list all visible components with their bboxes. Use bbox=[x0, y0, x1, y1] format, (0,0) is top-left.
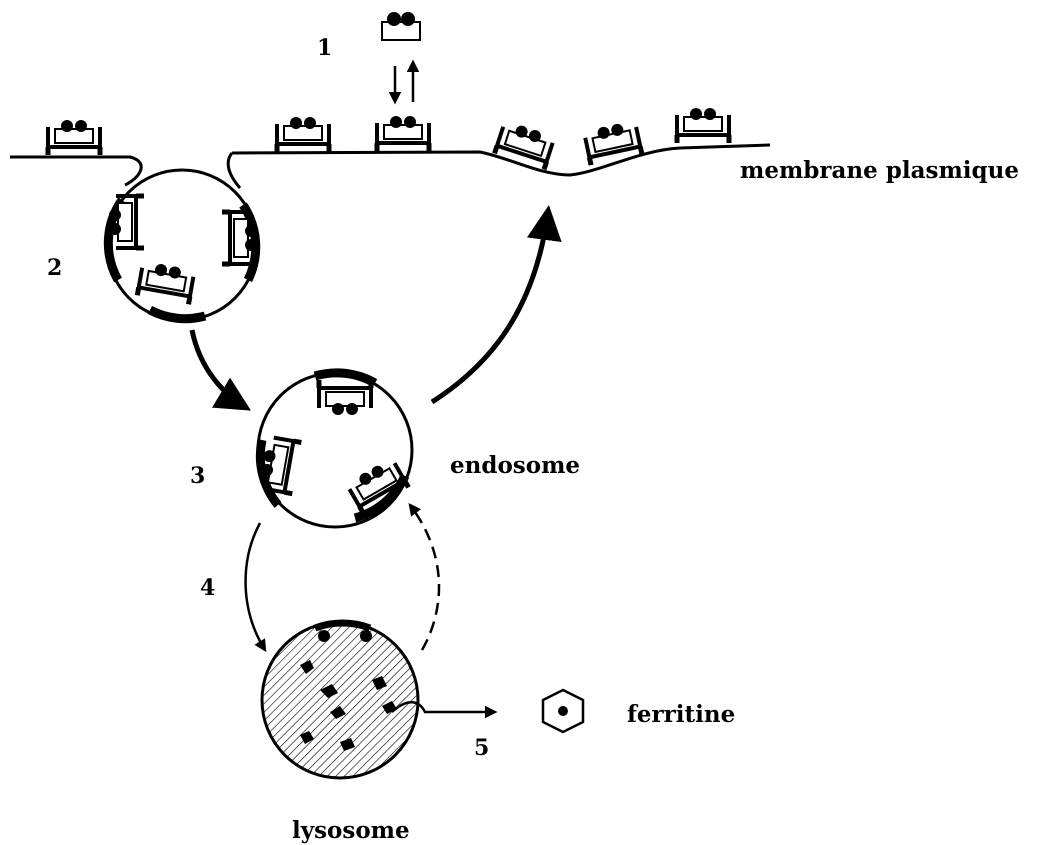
receptor-complex-icon bbox=[48, 120, 100, 155]
ferritine-label: ferritine bbox=[627, 701, 735, 728]
internalization-arrow bbox=[192, 330, 245, 407]
step-5-label: 5 bbox=[474, 735, 489, 761]
step-2-label: 2 bbox=[47, 255, 62, 281]
plasma-membrane bbox=[10, 145, 770, 188]
to-lysosome-arrow bbox=[246, 523, 265, 650]
receptor-complex-icon bbox=[277, 117, 329, 152]
free-transferrin-icon bbox=[382, 12, 420, 40]
receptor-complex-icon bbox=[677, 108, 729, 143]
receptor-complex-icon bbox=[137, 261, 194, 304]
receptor-complex-icon bbox=[495, 120, 555, 169]
endosome-label: endosome bbox=[450, 452, 580, 479]
step-4-label: 4 bbox=[200, 575, 215, 601]
lysosome-to-endosome-arrow bbox=[410, 505, 439, 650]
receptor-complex-icon bbox=[319, 380, 371, 415]
hexagon-dot-icon bbox=[543, 690, 583, 732]
recycling-arrow bbox=[432, 212, 548, 402]
receptor-complex-icon bbox=[377, 116, 429, 151]
step-3-label: 3 bbox=[190, 463, 205, 489]
lysosome bbox=[262, 622, 418, 778]
lysosome-label: lysosome bbox=[292, 817, 410, 844]
membrane-label: membrane plasmique bbox=[740, 157, 1019, 184]
step-1-label: 1 bbox=[317, 35, 332, 61]
